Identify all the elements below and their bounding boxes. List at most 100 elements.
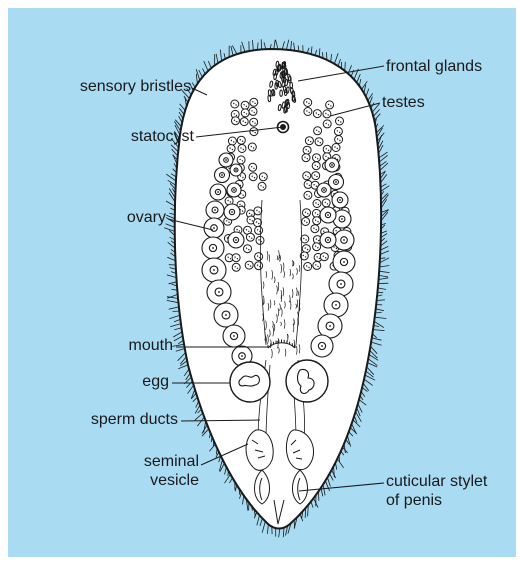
ovary-cell (210, 184, 226, 200)
testis (245, 261, 253, 269)
testis (303, 172, 311, 180)
testis (304, 108, 312, 116)
egg-left (230, 362, 270, 402)
testis (323, 145, 331, 153)
testis (302, 154, 310, 162)
testis (315, 138, 323, 146)
ovary-cell (317, 183, 331, 197)
ovary-cell (227, 183, 241, 197)
testis (255, 253, 263, 261)
label-cuticular-stylet-line1: cuticular stylet (386, 473, 487, 491)
testis (323, 120, 331, 128)
bristle (228, 471, 229, 476)
ovary-cell (202, 237, 224, 259)
testis (332, 144, 340, 152)
testis (305, 137, 313, 145)
label-statocyst: statocyst (0, 128, 194, 146)
testis (322, 199, 330, 207)
egg-right (286, 360, 328, 402)
testis (254, 207, 262, 215)
testis (304, 191, 312, 199)
ovary-cell (230, 164, 242, 176)
testis (314, 127, 322, 135)
label-mouth: mouth (0, 337, 173, 355)
label-ovary: ovary (0, 209, 166, 227)
ovary-cell (215, 168, 230, 183)
testis (312, 209, 320, 217)
ovary-cell (219, 153, 233, 167)
testis (249, 107, 257, 115)
label-seminal-vesicle-line2: vesicle (0, 472, 199, 490)
label-sensory-bristles: sensory bristles (0, 78, 191, 96)
testis (311, 225, 319, 233)
testis (304, 99, 312, 107)
ovary-cell (202, 258, 226, 282)
testis (250, 98, 258, 106)
testis (238, 145, 246, 153)
label-seminal-vesicle-line1: seminal (0, 453, 199, 471)
testis (336, 117, 344, 125)
testis (313, 110, 321, 118)
testis (231, 100, 239, 108)
testis (313, 154, 321, 162)
label-sperm-ducts: sperm ducts (0, 411, 178, 429)
bristle (318, 491, 319, 500)
testis (313, 243, 321, 251)
testis (303, 209, 311, 217)
ovary-cell (214, 303, 238, 327)
ovary-cell (207, 280, 231, 304)
bristle (378, 283, 388, 284)
label-testes: testes (382, 94, 425, 112)
testis (255, 226, 263, 234)
testis (335, 136, 343, 144)
testis (237, 136, 245, 144)
testis (313, 200, 321, 208)
label-egg: egg (0, 373, 169, 391)
testis (249, 163, 257, 171)
ovary-cell (325, 158, 339, 172)
ovary-cell (320, 232, 336, 248)
testis (302, 245, 310, 253)
testis (326, 101, 334, 109)
testis (254, 219, 262, 227)
label-cuticular-stylet-line2: of penis (386, 492, 442, 510)
bristle (345, 62, 346, 71)
ovary-cell (329, 272, 353, 296)
ovary-cell (223, 325, 245, 347)
testis (248, 143, 256, 151)
testis (313, 261, 321, 269)
ovary-cell (228, 232, 244, 248)
ovary-cell (318, 314, 342, 338)
testis (244, 245, 252, 253)
testis (312, 162, 320, 170)
testis (320, 253, 328, 261)
testis (304, 263, 312, 271)
testis (312, 172, 320, 180)
testis (246, 233, 254, 241)
ovary-cell (332, 192, 348, 208)
testis (228, 137, 236, 145)
testis (255, 262, 263, 270)
testis (240, 118, 248, 126)
testis (250, 128, 258, 136)
testis (334, 127, 342, 135)
testis (232, 254, 240, 262)
ovary-cell (311, 335, 333, 357)
ovary-cell (334, 230, 354, 250)
testis (232, 117, 240, 125)
ovary-cell (224, 204, 240, 220)
ovary-cell (324, 293, 348, 317)
testis (313, 217, 321, 225)
label-frontal-glands: frontal glands (386, 58, 482, 76)
testis (259, 173, 267, 181)
testis (227, 145, 235, 153)
ovary-cell (204, 218, 224, 238)
testis (258, 182, 266, 190)
testis (250, 118, 258, 126)
testis (249, 173, 257, 181)
ovary-cell (320, 207, 336, 223)
testis (302, 218, 310, 226)
testis (241, 109, 249, 117)
testis (237, 156, 245, 164)
